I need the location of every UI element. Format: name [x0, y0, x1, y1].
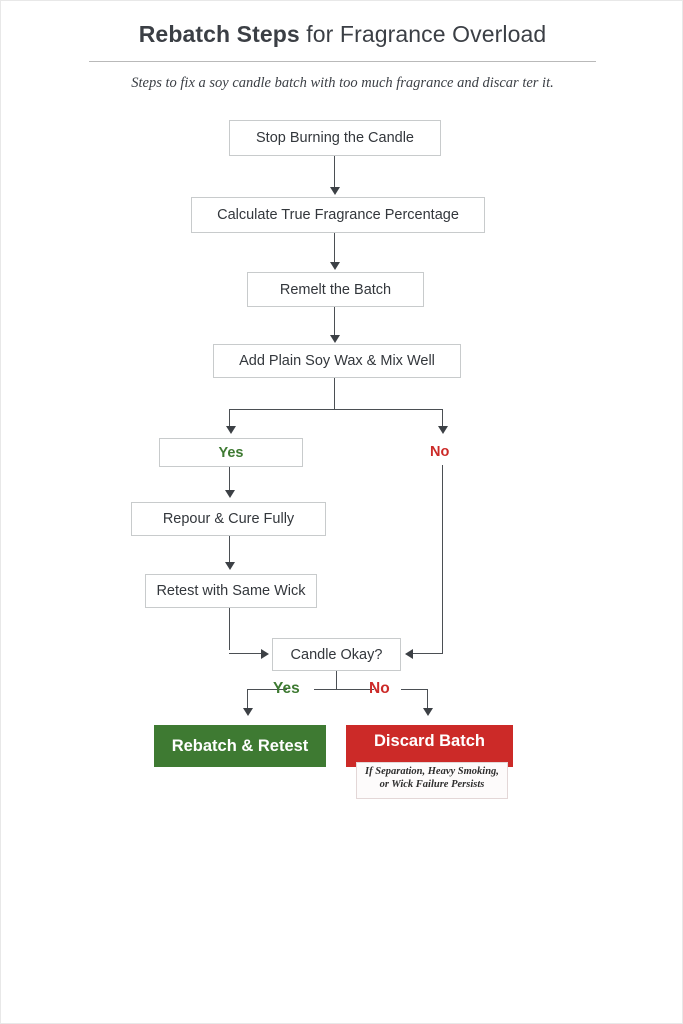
- edge-repour-to-retest: [229, 536, 231, 564]
- edge-addwax-to-yes-arrowhead: [226, 426, 236, 434]
- edge-okay-stem: [336, 671, 338, 690]
- edge-okay-yes-drop: [247, 689, 249, 711]
- node-calculate-fragrance[interactable]: Calculate True Fragrance Percentage: [191, 197, 485, 233]
- page-title-rest: for Fragrance Overload: [299, 21, 547, 47]
- edge-okay-bar-middle: [314, 689, 374, 691]
- edge-repour-to-retest-arrowhead: [225, 562, 235, 570]
- edge-addwax-to-no-arrowhead: [438, 426, 448, 434]
- edge-yes-to-repour-arrowhead: [225, 490, 235, 498]
- node-candle-okay-label: Candle Okay?: [290, 646, 383, 663]
- node-rebatch-retest[interactable]: Rebatch & Retest: [154, 725, 326, 767]
- discard-note-line-1: If Separation, Heavy Smoking,: [365, 766, 499, 777]
- edge-no-to-okay-horizontal: [412, 653, 443, 655]
- node-branch-yes-label: Yes: [218, 444, 244, 461]
- edge-addwax-to-yes: [229, 409, 231, 429]
- edge-no-to-okay-arrowhead: [405, 649, 413, 659]
- edge-yes-to-repour: [229, 467, 231, 492]
- label-okay-no: No: [369, 680, 390, 697]
- edge-stop-to-calc: [334, 156, 336, 189]
- node-retest-wick-label: Retest with Same Wick: [156, 583, 306, 599]
- edge-retest-to-okay-arrowhead: [261, 649, 269, 659]
- node-candle-okay[interactable]: Candle Okay?: [272, 638, 401, 671]
- edge-calc-to-remelt-arrowhead: [330, 262, 340, 270]
- edge-retest-to-okay-horizontal: [229, 653, 262, 655]
- node-repour-cure-label: Repour & Cure Fully: [162, 511, 295, 527]
- node-discard-batch-label: Discard Batch: [374, 732, 485, 750]
- edge-remelt-to-addwax-arrowhead: [330, 335, 340, 343]
- label-branch-no: No: [430, 444, 450, 460]
- edge-okay-no-arrowhead: [423, 708, 433, 716]
- node-add-soy-wax-label: Add Plain Soy Wax & Mix Well: [239, 353, 435, 369]
- edge-okay-yes-bar: [247, 689, 287, 691]
- node-stop-burning[interactable]: Stop Burning the Candle: [229, 120, 441, 156]
- title-divider: [89, 61, 596, 62]
- edge-remelt-to-addwax: [334, 307, 336, 337]
- node-add-soy-wax[interactable]: Add Plain Soy Wax & Mix Well: [213, 344, 461, 378]
- edge-addwax-split-bar: [229, 409, 443, 411]
- page-title-strong: Rebatch Steps: [138, 21, 300, 47]
- node-repour-cure[interactable]: Repour & Cure Fully: [131, 502, 326, 536]
- edge-no-to-okay-vertical: [442, 465, 444, 654]
- node-remelt-batch[interactable]: Remelt the Batch: [247, 272, 424, 307]
- edge-addwax-to-no: [442, 409, 444, 429]
- node-discard-note: If Separation, Heavy Smoking, or Wick Fa…: [356, 762, 508, 799]
- edge-addwax-stem: [334, 378, 336, 410]
- edge-retest-to-okay-vertical: [229, 608, 231, 650]
- discard-note-line-2: or Wick Failure Persists: [379, 779, 485, 790]
- node-branch-yes[interactable]: Yes: [159, 438, 303, 467]
- edge-okay-no-drop: [427, 689, 429, 711]
- label-okay-yes: Yes: [273, 680, 300, 697]
- edge-okay-no-bar: [401, 689, 428, 691]
- node-retest-wick[interactable]: Retest with Same Wick: [145, 574, 317, 608]
- edge-calc-to-remelt: [334, 233, 336, 264]
- node-calculate-fragrance-label: Calculate True Fragrance Percentage: [217, 207, 459, 223]
- edge-okay-yes-arrowhead: [243, 708, 253, 716]
- node-rebatch-retest-label: Rebatch & Retest: [171, 736, 309, 755]
- page-title: Rebatch Steps for Fragrance Overload: [1, 21, 682, 48]
- edge-stop-to-calc-arrowhead: [330, 187, 340, 195]
- node-discard-batch[interactable]: Discard Batch: [346, 725, 513, 767]
- node-stop-burning-label: Stop Burning the Candle: [256, 130, 414, 146]
- page-subtitle: Steps to fix a soy candle batch with too…: [131, 75, 554, 91]
- node-remelt-batch-label: Remelt the Batch: [279, 281, 392, 298]
